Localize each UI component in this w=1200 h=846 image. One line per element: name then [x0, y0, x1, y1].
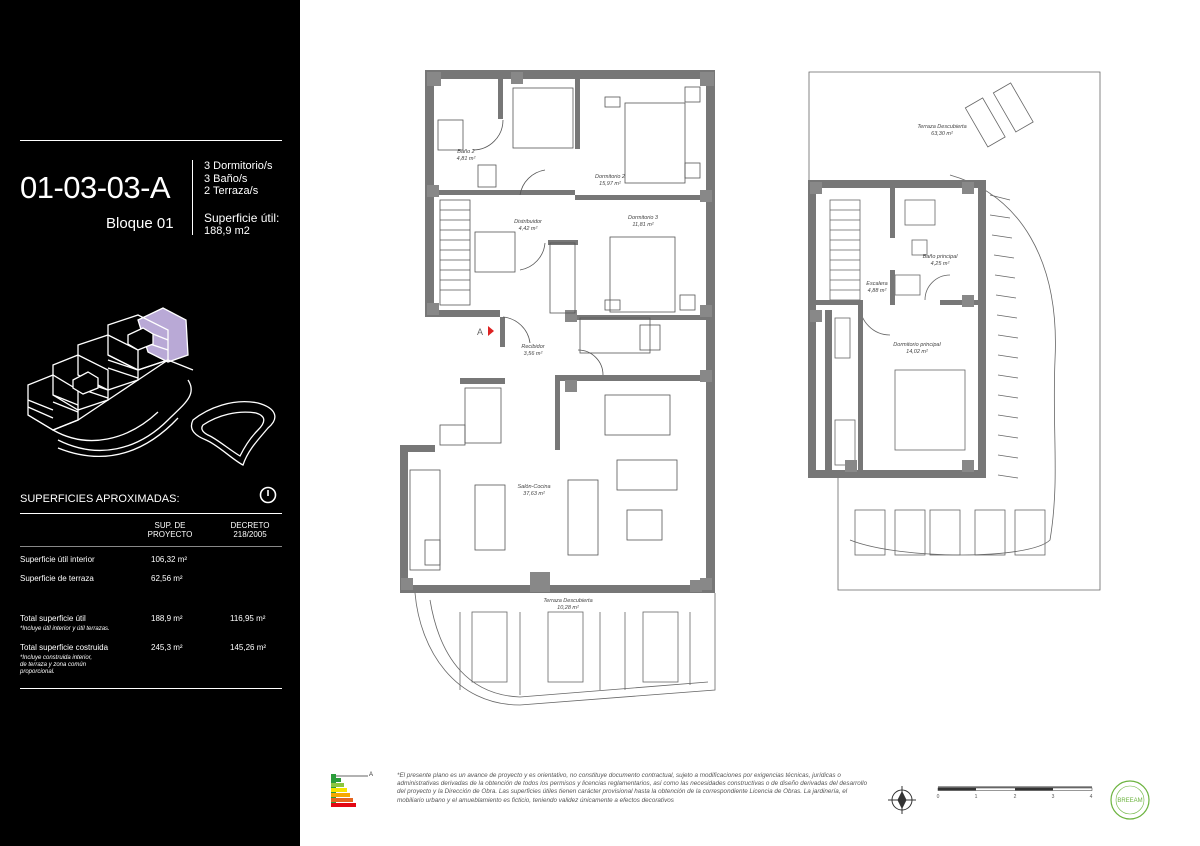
scale-label: 4 — [1090, 794, 1093, 800]
divider — [20, 140, 282, 141]
room-area: 11,81 m² — [632, 222, 653, 228]
room-area: 10,28 m² — [557, 605, 579, 611]
scale-bar: 0 1 2 3 4 — [937, 786, 1093, 800]
row-label-total-built: Total superficie costruida — [20, 643, 109, 652]
divider — [20, 513, 282, 514]
room-label: Salón-Cocina — [517, 484, 550, 490]
room-label: Dormitorio 3 — [628, 215, 659, 221]
row-project-total-useful: 188,9 m² — [151, 614, 183, 623]
feature-bathrooms: 3 Baño/s — [204, 172, 248, 185]
floor-plan-drawing: A Baño 2 4,81 m² Dormitorio 2 15,97 m² D… — [331, 70, 1150, 820]
north-arrow-icon — [888, 786, 916, 814]
col-header-decree-line1: DECRETO — [230, 521, 270, 530]
room-area: 14,02 m² — [906, 349, 928, 355]
divider — [192, 160, 193, 235]
note-built-line3: proporcional. — [20, 669, 55, 675]
room-area: 63,30 m² — [931, 131, 953, 137]
row-project-terrace: 62,56 m² — [151, 574, 183, 583]
note-built-line1: *Incluye construida interior, — [20, 655, 93, 661]
scale-label: 3 — [1052, 794, 1055, 800]
note-built-line2: de terraza y zona común — [20, 662, 87, 668]
room-area: 15,97 m² — [599, 181, 621, 187]
room-area: 3,56 m² — [524, 351, 543, 357]
row-project-interior: 106,32 m² — [151, 555, 188, 564]
breeam-text: BREEAM — [1117, 798, 1142, 804]
room-area: 4,81 m² — [457, 156, 476, 162]
room-label: Recibidor — [521, 344, 545, 350]
useful-surface: Superficie útil: 188,9 m2 — [204, 212, 279, 237]
upper-floor-plan: Terraza Descubierta 63,30 m² Baño princi… — [808, 71, 1101, 591]
room-label: Terraza Descubierta — [917, 124, 966, 130]
room-label: Baño 2 — [457, 149, 474, 155]
scale-label: 1 — [975, 794, 978, 800]
col-header-project-line1: SUP. DE — [154, 521, 186, 530]
col-header-decree: DECRETO 218/2005 — [220, 521, 280, 539]
row-project-total-built: 245,3 m² — [151, 643, 183, 652]
breeam-logo: BREEAM — [1110, 780, 1150, 820]
useful-surface-value: 188,9 m2 — [204, 224, 250, 237]
divider — [20, 688, 282, 689]
feature-terraces: 2 Terraza/s — [204, 185, 259, 197]
disclaimer-text: *El presente plano es un avance de proye… — [397, 772, 868, 804]
col-header-project-line2: PROYECTO — [147, 530, 193, 539]
scale-label: 2 — [1014, 794, 1017, 800]
row-label-terrace: Superficie de terraza — [20, 574, 94, 583]
room-label: Escalera — [866, 281, 887, 287]
divider — [20, 546, 282, 547]
col-header-project: SUP. DE PROYECTO — [140, 521, 200, 539]
block-label: Bloque 01 — [106, 215, 174, 232]
surfaces-heading: SUPERFICIES APROXIMADAS: — [20, 493, 180, 505]
unit-features: 3 Dormitorio/s 3 Baño/s 2 Terraza/s — [204, 160, 272, 198]
building-isometric-illustration — [27, 307, 276, 466]
energy-rating-label: A — [331, 772, 373, 807]
col-header-decree-line2: 218/2005 — [233, 530, 267, 539]
ground-floor-plan: A Baño 2 4,81 m² Dormitorio 2 15,97 m² D… — [400, 70, 716, 706]
row-label-interior: Superficie útil interior — [20, 555, 95, 564]
row-decree-total-built: 145,26 m² — [230, 643, 267, 652]
row-decree-total-useful: 116,95 m² — [230, 614, 266, 623]
unit-code: 01-03-03-A — [20, 170, 171, 205]
room-area: 4,88 m² — [868, 288, 887, 294]
entry-marker: A — [477, 327, 483, 337]
note-useful: *Incluye útil interior y útil terrazas. — [20, 626, 110, 632]
room-label: Distribuidor — [514, 219, 543, 225]
power-icon — [259, 486, 277, 504]
row-label-total-useful: Total superficie útil — [20, 614, 86, 623]
room-label: Terraza Descubierta — [543, 598, 592, 604]
room-label: Dormitorio principal — [893, 342, 941, 348]
info-sidebar: 01-03-03-A Bloque 01 3 Dormitorio/s 3 Ba… — [0, 0, 300, 846]
note-built: *Incluye construida interior, de terraza… — [20, 655, 92, 676]
energy-rating-letter: A — [369, 772, 373, 778]
room-area: 37,63 m² — [523, 491, 545, 497]
room-area: 4,25 m² — [931, 261, 950, 267]
scale-label: 0 — [937, 794, 940, 800]
room-label: Dormitorio 2 — [595, 174, 625, 180]
feature-bedrooms: 3 Dormitorio/s — [204, 160, 273, 172]
room-area: 4,42 m² — [519, 226, 538, 232]
useful-surface-label: Superficie útil: — [204, 211, 280, 225]
room-label: Baño principal — [923, 254, 959, 260]
